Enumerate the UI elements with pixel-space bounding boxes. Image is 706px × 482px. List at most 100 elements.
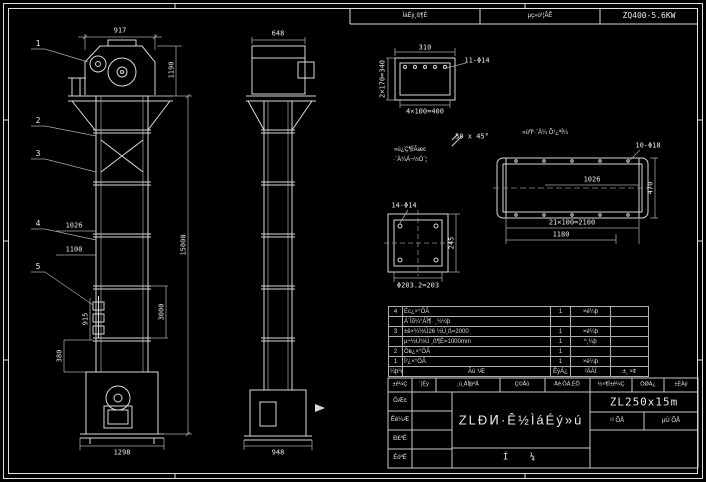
part-name: Öв¿×°ÖÃ bbox=[402, 346, 551, 357]
dim-1026: 1026 bbox=[65, 221, 83, 230]
stage-label-1: ½×¶Î±ê¼Ç bbox=[597, 381, 625, 388]
part-qty: 1 bbox=[550, 306, 571, 317]
dim-channel-top: 310 bbox=[418, 43, 432, 52]
detail-flange bbox=[384, 209, 460, 282]
dim-flange-bottom: Φ203.2=203 bbox=[396, 281, 440, 290]
side-view-drawing bbox=[244, 45, 316, 441]
part-remark bbox=[610, 346, 649, 357]
part-no: 2 bbox=[388, 346, 403, 357]
front-view-drawing bbox=[68, 39, 173, 444]
strip-motor-model: ZQ400-5.6KW bbox=[622, 11, 676, 20]
drawing-title: ZLÐͶ·Ê½ÌáÉý»ú bbox=[458, 412, 584, 428]
dim-casing-right: 470 bbox=[646, 181, 655, 195]
dim-section-height: 3000 bbox=[157, 303, 166, 321]
note-line-1: »ú¿Ç¶ÏÃæͼ bbox=[394, 147, 426, 153]
stage-label-2: ÖØÁ¿ bbox=[640, 381, 656, 388]
part-qty: 1 bbox=[550, 326, 571, 337]
dim-side-top-width: 648 bbox=[271, 29, 285, 38]
balloon-4: 4 bbox=[35, 219, 41, 228]
part-material: ×é¼þ bbox=[570, 326, 611, 337]
part-name: Ï²¿×°ÖÃ bbox=[402, 356, 551, 367]
part-no bbox=[388, 316, 403, 327]
dim-boot-inlet: 915 bbox=[81, 312, 90, 326]
header-part-qty: ÊýÁ¿ bbox=[550, 366, 571, 377]
part-remark bbox=[610, 356, 649, 367]
dim-flange-holes: 14-Φ14 bbox=[391, 201, 417, 210]
casing-label: »úͲ·¨À¼ Õ¹¿ªÍ¼ bbox=[522, 130, 568, 136]
part-material: ×é¼þ bbox=[570, 306, 611, 317]
header-part-material: ²ÄÁÏ bbox=[570, 366, 611, 377]
dim-casing-inner: 1026 bbox=[583, 175, 601, 184]
dim-boot-lower: 380 bbox=[55, 349, 64, 363]
balloon-2: 2 bbox=[35, 116, 41, 125]
note-line-2: ·¨À¼Á¬½Ó´¦ bbox=[393, 157, 427, 163]
dim-channel-holes: 11-Φ14 bbox=[464, 56, 490, 65]
revision-label-4: Ç©Ãû bbox=[514, 381, 530, 388]
dim-flange-right: 245 bbox=[447, 236, 456, 250]
chamfer-detail bbox=[451, 133, 463, 147]
title-block-lines bbox=[387, 377, 699, 469]
revision-label-3: ¸ü¸ÄÎļþºÅ bbox=[457, 381, 479, 388]
balloon-5: 5 bbox=[35, 262, 41, 271]
dim-casing-holes: 10-Φ18 bbox=[635, 141, 661, 150]
dim-channel-bottom: 4×100=400 bbox=[406, 107, 444, 116]
dim-base-width: 1298 bbox=[113, 448, 131, 457]
dim-casing-2: 1180 bbox=[552, 230, 570, 239]
dim-channel-left: 2×170=340 bbox=[378, 60, 387, 98]
sheet-number: µÚ ÕÅ bbox=[661, 418, 681, 424]
part-remark bbox=[610, 316, 649, 327]
part-qty bbox=[550, 316, 571, 327]
part-no bbox=[388, 336, 403, 347]
part-qty: 1 bbox=[550, 346, 571, 357]
dim-total-height: 15000 bbox=[179, 234, 188, 256]
part-name: ±ê×¼½Ú26 ½Ú¸ß=2000 bbox=[402, 326, 551, 337]
part-name: Á´Ìõ¼°ÁÏ¶· ¸½¼þ bbox=[402, 316, 551, 327]
part-remark bbox=[610, 306, 649, 317]
revision-label-2: ´¦Êý bbox=[419, 381, 429, 388]
strip-cell-1: ÌáÉý¸ß¶È bbox=[402, 13, 428, 19]
part-name: µ÷½Ú½Ú ¸ß¶È=1000mm bbox=[402, 336, 551, 347]
side-view-dims bbox=[243, 37, 313, 450]
chamfer-note: 50 x 45° bbox=[455, 132, 489, 141]
part-no: 4 bbox=[388, 306, 403, 317]
part-remark bbox=[610, 336, 649, 347]
signature-label-3: Ð£ºË bbox=[393, 436, 407, 442]
datum-mark bbox=[315, 404, 325, 412]
strip-cell-2: µç»ú¹¦ÂÊ bbox=[527, 13, 553, 19]
dim-casing-1: 21×100=2100 bbox=[548, 218, 596, 227]
dim-head-height: 1190 bbox=[167, 61, 176, 79]
detail-casing bbox=[493, 149, 658, 244]
balloon-1: 1 bbox=[35, 39, 41, 48]
signature-label-1: ÖÆͼ bbox=[393, 398, 407, 404]
front-view-dims bbox=[31, 34, 192, 450]
part-qty: 1 bbox=[550, 336, 571, 347]
part-material: ×é¼þ bbox=[570, 356, 611, 367]
revision-label-1: ±ê¼Ç bbox=[392, 381, 408, 388]
revision-label-5: Äê.ÔÂ.ÈÕ bbox=[554, 381, 580, 388]
part-qty: 1 bbox=[550, 356, 571, 367]
stage-label-3: ±ÈÀý bbox=[674, 381, 688, 388]
dim-side-base-width: 948 bbox=[271, 448, 285, 457]
dim-1100: 1100 bbox=[65, 245, 83, 254]
model-number: ZL250x15m bbox=[609, 395, 679, 409]
part-remark bbox=[610, 326, 649, 337]
signature-label-2: Éè¼Æ bbox=[390, 417, 410, 423]
detail-channel bbox=[386, 48, 467, 108]
drawing-label: Í ¼ bbox=[502, 452, 544, 463]
part-material bbox=[570, 346, 611, 357]
sheet-frame bbox=[3, 3, 703, 479]
part-no: 3 bbox=[388, 326, 403, 337]
dim-head-width: 917 bbox=[113, 26, 127, 35]
header-part-remark: ±¸ ×¢ bbox=[610, 366, 649, 377]
part-name: Éϲ¿×°ÖÃ bbox=[402, 306, 551, 317]
table-row: Á´Ìõ¼°ÁÏ¶· ¸½¼þ bbox=[388, 316, 649, 327]
